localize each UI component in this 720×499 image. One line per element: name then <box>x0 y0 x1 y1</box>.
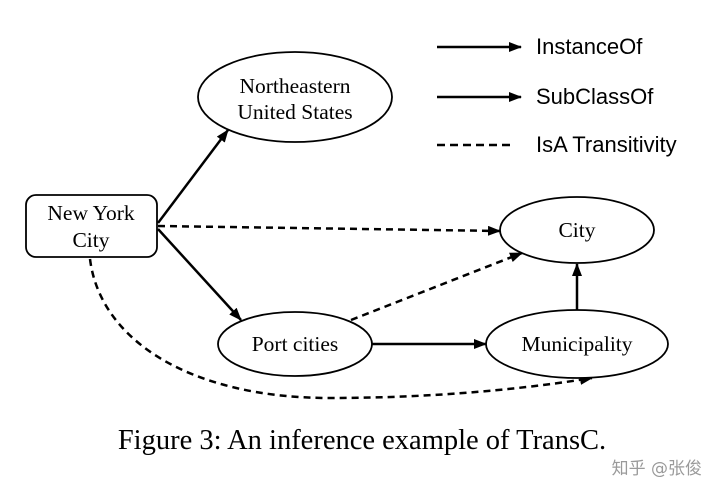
node-new-york-city: New York City <box>25 194 158 258</box>
legend-label-subclassof: SubClassOf <box>536 84 654 109</box>
edge-new-york-city-to-port-cities <box>157 228 242 321</box>
node-new-york-city-box <box>25 194 158 258</box>
node-new-york-city-label-line-1: New York <box>47 201 134 225</box>
legend-item-subclassof: SubClassOf <box>437 84 654 109</box>
node-port-cities-ellipse <box>217 311 373 377</box>
edge-new-york-city-to-city <box>157 224 501 236</box>
legend-label-isa-transitivity: IsA Transitivity <box>536 132 677 157</box>
watermark: 知乎 @张俊 <box>612 459 702 479</box>
node-port-cities-label: Port cities <box>252 332 339 356</box>
node-new-york-city-label-line-2: City <box>72 228 109 252</box>
node-municipality: Municipality <box>485 309 669 379</box>
legend-item-instanceof: InstanceOf <box>437 34 643 59</box>
legend: InstanceOf SubClassOf IsA Transitivity <box>437 34 677 157</box>
node-city-label: City <box>558 218 595 242</box>
node-city: City <box>499 196 655 264</box>
node-northeastern-united-states-ellipse <box>197 51 393 143</box>
node-city-ellipse <box>499 196 655 264</box>
node-municipality-ellipse <box>485 309 669 379</box>
figure-caption: Figure 3: An inference example of TransC… <box>118 425 606 456</box>
edge-new-york-city-to-northeastern <box>157 129 229 224</box>
edge-port-cities-to-city <box>350 251 523 322</box>
edge-new-york-city-to-municipality <box>88 258 593 400</box>
legend-item-isa-transitivity: IsA Transitivity <box>437 132 677 157</box>
node-northeastern-united-states: Northeastern United States <box>197 51 393 143</box>
legend-label-instanceof: InstanceOf <box>536 34 643 59</box>
node-port-cities: Port cities <box>217 311 373 377</box>
edges <box>88 129 593 400</box>
node-northeastern-united-states-label-line-2: United States <box>237 100 352 124</box>
node-northeastern-united-states-label-line-1: Northeastern <box>239 74 350 98</box>
node-municipality-label: Municipality <box>521 332 632 356</box>
